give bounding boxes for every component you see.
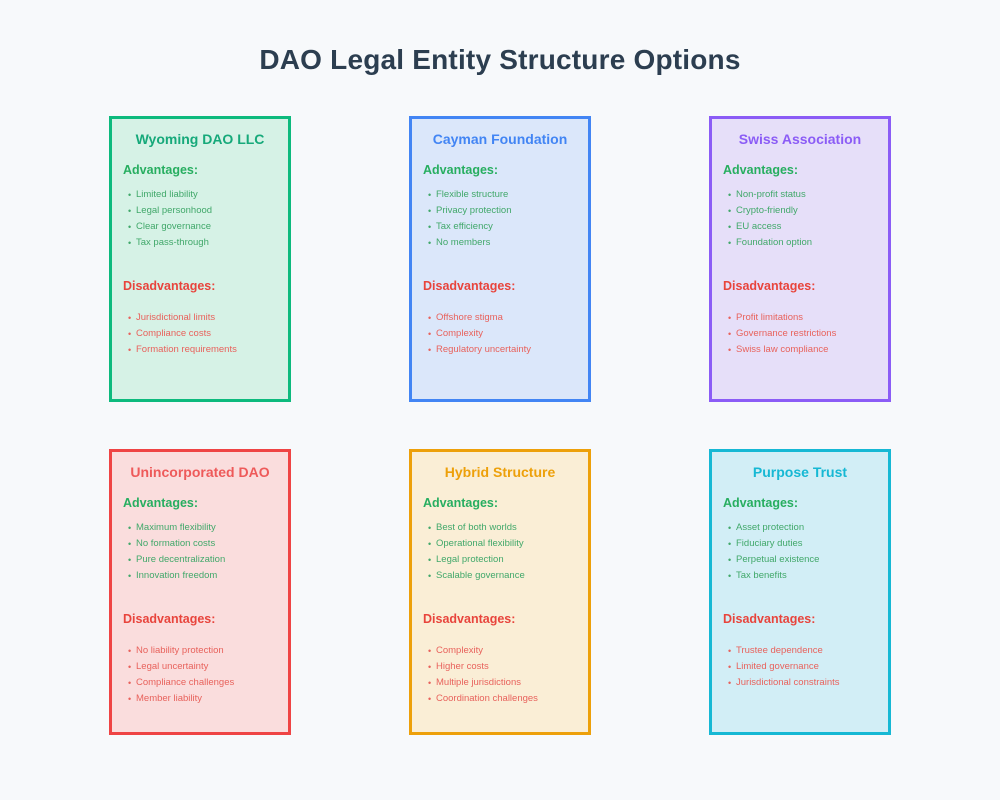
advantages-heading: Advantages: — [123, 496, 199, 511]
disadvantages-heading: Disadvantages: — [423, 279, 516, 293]
advantages-heading: Advantages: — [723, 496, 799, 511]
disadvantages-list: Offshore stigmaComplexityRegulatory unce… — [412, 301, 531, 358]
advantages-heading: Advantages: — [423, 496, 499, 511]
disadvantage-item: Regulatory uncertainty — [428, 342, 531, 358]
advantage-item: EU access — [728, 219, 888, 235]
advantage-item: Pure decentralization — [128, 552, 288, 568]
advantages-list: Maximum flexibilityNo formation costsPur… — [112, 511, 288, 584]
card-title: Cayman Foundation — [432, 131, 568, 147]
advantages-list: Best of both worldsOperational flexibili… — [412, 511, 588, 584]
disadvantage-item: Multiple jurisdictions — [428, 675, 538, 691]
advantage-item: Non-profit status — [728, 187, 888, 203]
disadvantages-list: Jurisdictional limitsCompliance costsFor… — [112, 301, 237, 358]
disadvantage-item: Compliance costs — [128, 326, 237, 342]
advantage-item: Crypto-friendly — [728, 203, 888, 219]
disadvantage-item: Offshore stigma — [428, 310, 531, 326]
disadvantage-item: Coordination challenges — [428, 691, 538, 707]
card-title: Purpose Trust — [752, 464, 848, 480]
advantage-item: Maximum flexibility — [128, 520, 288, 536]
advantage-item: Perpetual existence — [728, 552, 888, 568]
disadvantage-item: Complexity — [428, 643, 538, 659]
advantage-item: Privacy protection — [428, 203, 588, 219]
disadvantage-item: Profit limitations — [728, 310, 836, 326]
advantage-item: Operational flexibility — [428, 536, 588, 552]
card-title: Hybrid Structure — [444, 464, 556, 480]
advantage-item: Flexible structure — [428, 187, 588, 203]
disadvantage-item: Governance restrictions — [728, 326, 836, 342]
advantage-item: Legal protection — [428, 552, 588, 568]
advantage-item: Asset protection — [728, 520, 888, 536]
advantage-item: Scalable governance — [428, 568, 588, 584]
disadvantage-item: Jurisdictional constraints — [728, 675, 840, 691]
card-title: Unincorporated DAO — [130, 464, 270, 480]
advantage-item: Foundation option — [728, 235, 888, 251]
card-title: Swiss Association — [738, 131, 862, 147]
advantages-heading: Advantages: — [423, 163, 499, 178]
advantage-item: Tax efficiency — [428, 219, 588, 235]
advantage-item: Limited liability — [128, 187, 288, 203]
advantage-item: Best of both worlds — [428, 520, 588, 536]
disadvantages-list: ComplexityHigher costsMultiple jurisdict… — [412, 634, 538, 707]
disadvantages-heading: Disadvantages: — [423, 612, 516, 626]
card-title: Wyoming DAO LLC — [135, 131, 265, 147]
disadvantages-heading: Disadvantages: — [123, 612, 216, 626]
disadvantages-heading: Disadvantages: — [723, 612, 816, 626]
advantages-heading: Advantages: — [123, 163, 199, 178]
disadvantage-item: Limited governance — [728, 659, 840, 675]
page-title: DAO Legal Entity Structure Options — [259, 43, 741, 75]
advantage-item: No members — [428, 235, 588, 251]
disadvantage-item: Higher costs — [428, 659, 538, 675]
advantage-item: Fiduciary duties — [728, 536, 888, 552]
advantage-item: No formation costs — [128, 536, 288, 552]
disadvantages-heading: Disadvantages: — [723, 279, 816, 293]
disadvantage-item: Swiss law compliance — [728, 342, 836, 358]
disadvantage-item: Complexity — [428, 326, 531, 342]
advantage-item: Tax benefits — [728, 568, 888, 584]
disadvantage-item: Formation requirements — [128, 342, 237, 358]
advantage-item: Innovation freedom — [128, 568, 288, 584]
advantage-item: Tax pass-through — [128, 235, 288, 251]
advantages-list: Asset protectionFiduciary dutiesPerpetua… — [712, 511, 888, 584]
advantage-item: Legal personhood — [128, 203, 288, 219]
advantages-list: Flexible structurePrivacy protectionTax … — [412, 178, 588, 251]
disadvantage-item: Compliance challenges — [128, 675, 234, 691]
advantage-item: Clear governance — [128, 219, 288, 235]
advantages-heading: Advantages: — [723, 163, 799, 178]
advantages-list: Limited liabilityLegal personhoodClear g… — [112, 178, 288, 251]
disadvantage-item: Legal uncertainty — [128, 659, 234, 675]
disadvantages-heading: Disadvantages: — [123, 279, 216, 293]
disadvantage-item: Member liability — [128, 691, 234, 707]
disadvantages-list: Trustee dependenceLimited governanceJuri… — [712, 634, 840, 691]
disadvantage-item: Trustee dependence — [728, 643, 840, 659]
disadvantage-item: Jurisdictional limits — [128, 310, 237, 326]
disadvantages-list: No liability protectionLegal uncertainty… — [112, 634, 234, 707]
disadvantage-item: No liability protection — [128, 643, 234, 659]
disadvantages-list: Profit limitationsGovernance restriction… — [712, 301, 836, 358]
advantages-list: Non-profit statusCrypto-friendlyEU acces… — [712, 178, 888, 251]
